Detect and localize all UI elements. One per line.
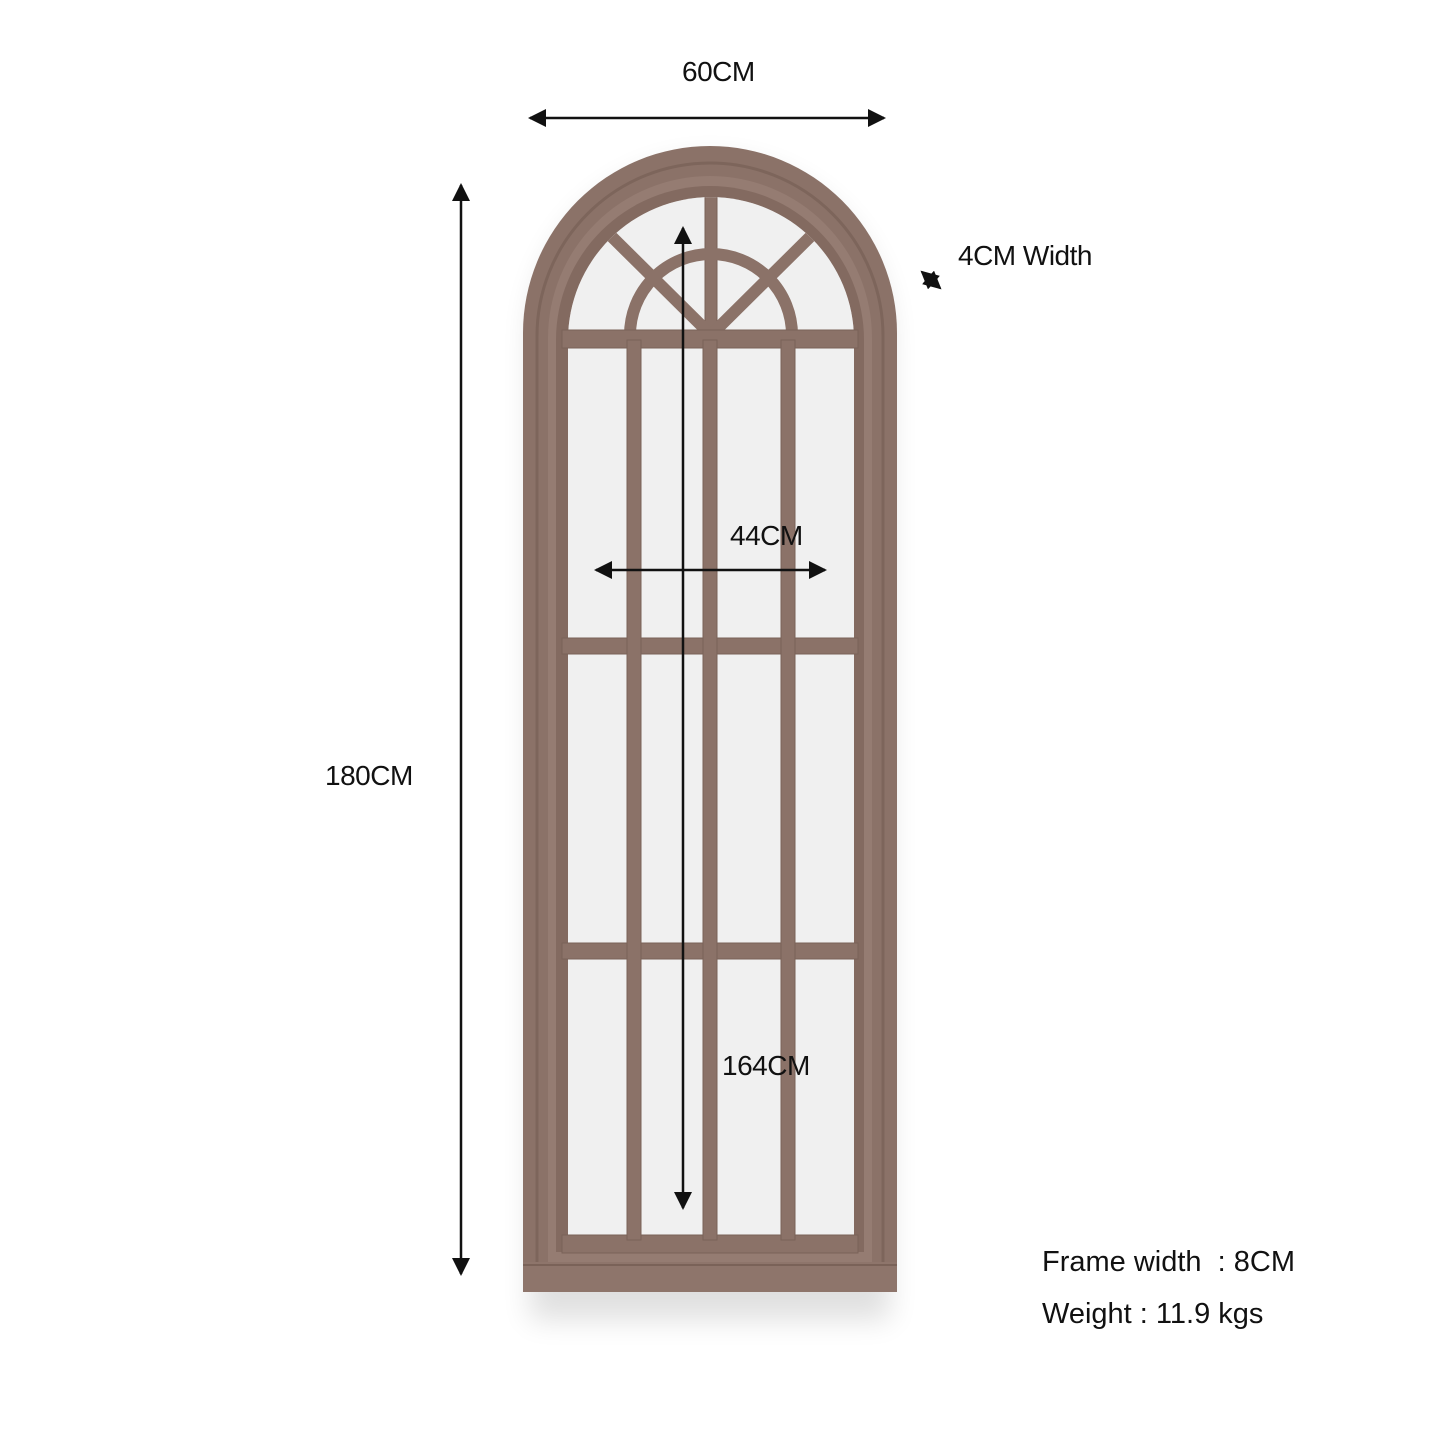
overall-height-label: 180CM bbox=[325, 760, 413, 791]
depth-label: 4CM Width bbox=[958, 240, 1092, 271]
weight-spec: Weight : 11.9 kgs bbox=[1042, 1298, 1264, 1330]
frame-width-spec: Frame width : 8CM bbox=[1042, 1246, 1295, 1278]
inner-width-label: 44CM bbox=[730, 520, 803, 551]
overall-width-label: 60CM bbox=[682, 56, 755, 87]
depth-arrow bbox=[920, 270, 942, 290]
spec-list: Frame width : 8CM Weight : 11.9 kgs bbox=[1042, 1236, 1295, 1340]
inner-height-label: 164CM bbox=[722, 1050, 810, 1081]
